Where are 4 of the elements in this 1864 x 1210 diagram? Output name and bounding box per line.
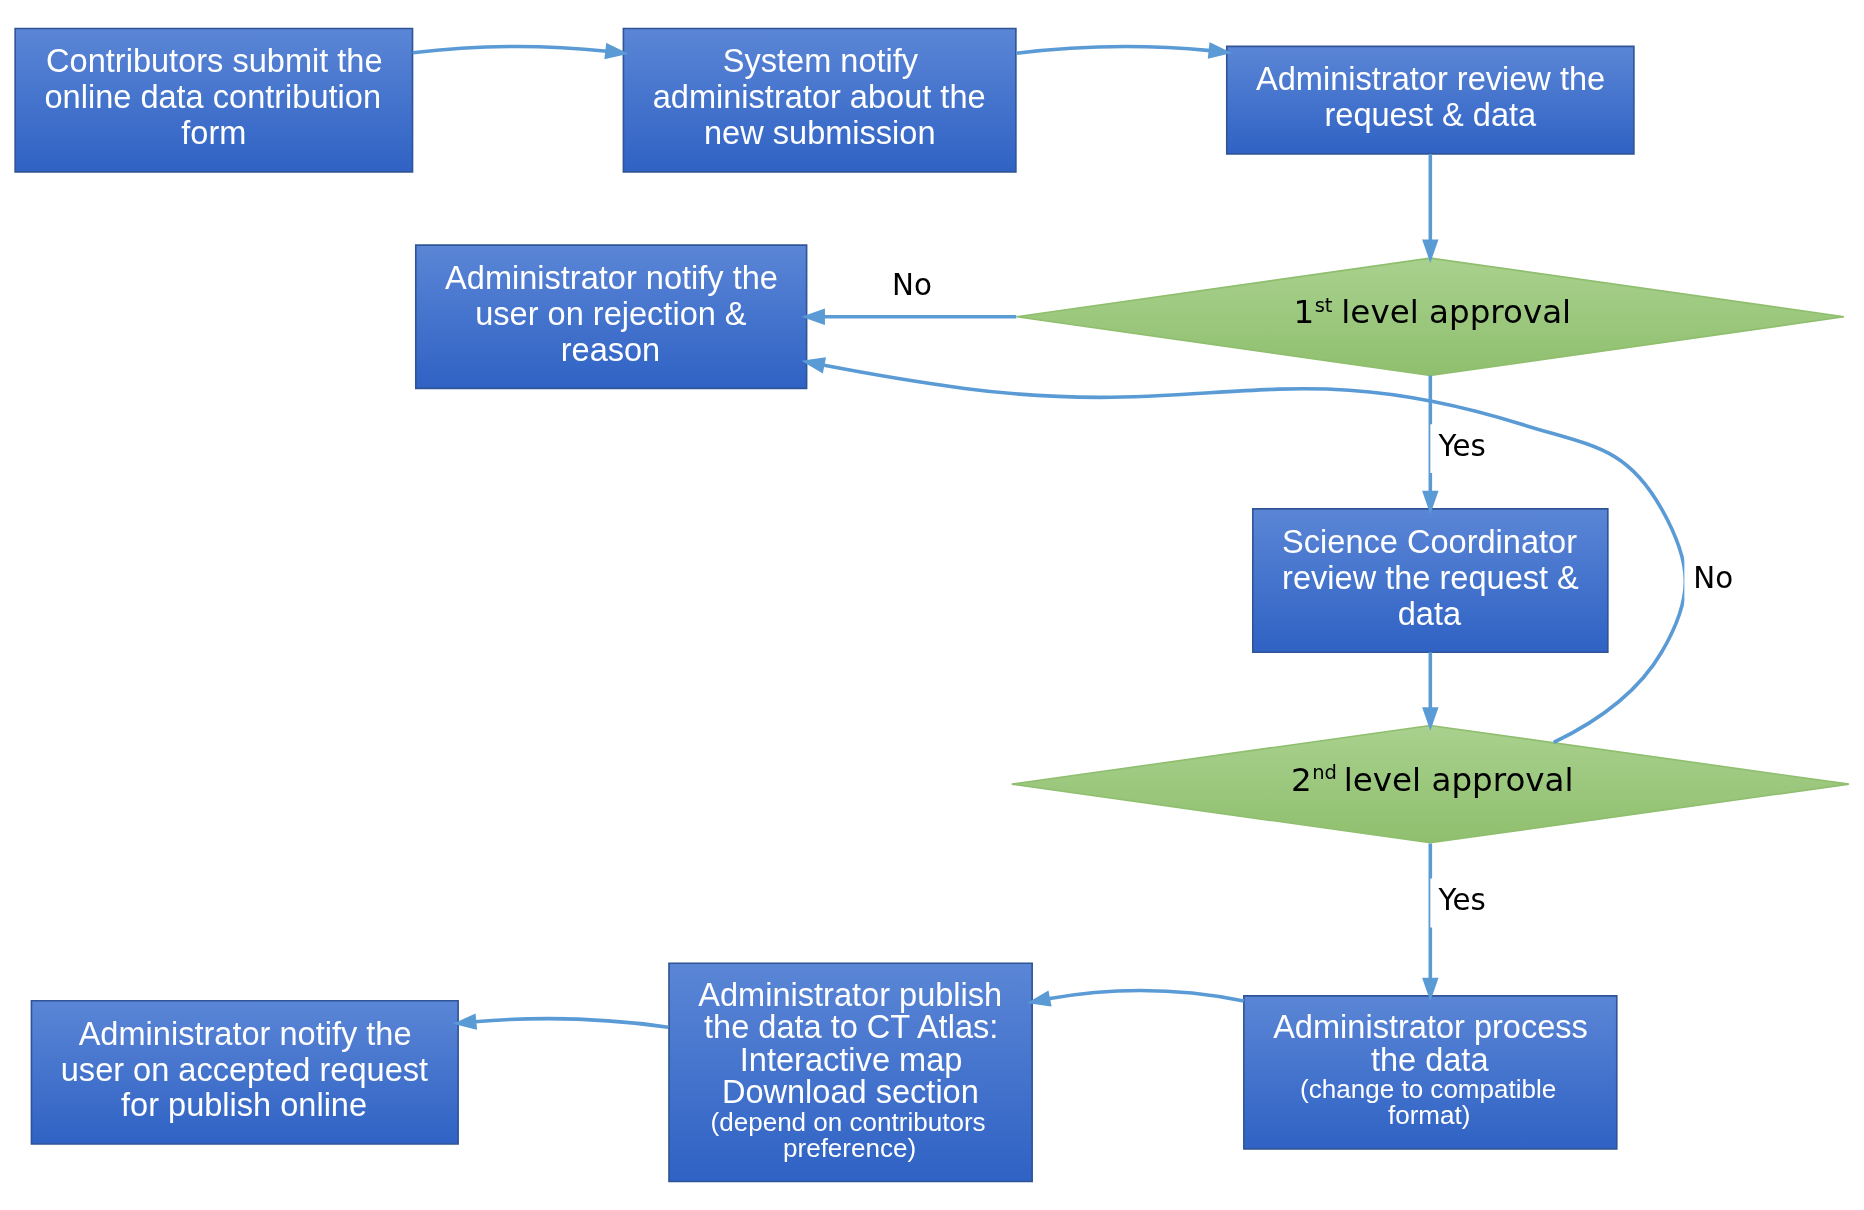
edge-label: Yes xyxy=(1438,428,1486,463)
edge-label: No xyxy=(892,267,932,302)
edge-label: No xyxy=(1693,560,1734,595)
edge-label: Yes xyxy=(1438,883,1486,918)
